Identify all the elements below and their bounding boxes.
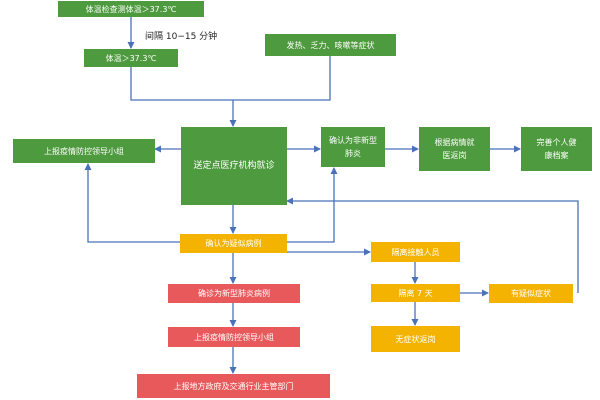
symptoms-label: 发热、乏力、咳嗽等症状: [286, 40, 375, 50]
suspected-case-label: 确认为疑似病例: [205, 239, 262, 248]
symptoms-box: 发热、乏力、咳嗽等症状: [265, 34, 396, 56]
has-symptoms-label: 有疑似症状: [511, 289, 551, 298]
send-hospital-box: 送定点医疗机构就诊: [181, 127, 287, 205]
isolate-7days-label: 隔离 7 天: [398, 288, 433, 298]
no-symptom-return-box: 无症状返岗: [371, 326, 460, 352]
edge-recheck-down: [130, 56, 331, 101]
edge-suspected-to-noncovid: [287, 167, 338, 243]
report-gov-label: 上报地方政府及交通行业主管部门: [173, 381, 294, 391]
edge-symptoms-to-hospital: [286, 197, 579, 293]
isolate-contacts-label: 隔离接触人员: [391, 247, 440, 257]
report-group-bottom-box: 上报疫情防控领导小组: [168, 327, 300, 347]
temp-recheck-box: 体温＞37.3℃: [84, 49, 178, 67]
report-group-bottom-label: 上报疫情防控领导小组: [194, 332, 274, 342]
confirmed-non-covid-box: 确认为非新型肺炎: [321, 127, 385, 167]
temp-recheck-label: 体温＞37.3℃: [105, 53, 157, 63]
has-symptoms-box: 有疑似症状: [489, 284, 573, 303]
health-file-label: 完善个人健康档案: [536, 138, 577, 160]
isolate-contacts-box: 隔离接触人员: [371, 242, 460, 262]
seek-medical-label: 根据病情就医返岗: [434, 138, 475, 160]
interval-note: 间隔 10−15 分钟: [144, 29, 219, 42]
temp-check-label: 体温检查测体温＞37.3℃: [85, 4, 177, 14]
seek-medical-box: 根据病情就医返岗: [419, 127, 490, 171]
send-hospital-label: 送定点医疗机构就诊: [193, 161, 275, 171]
health-file-box: 完善个人健康档案: [521, 127, 592, 171]
no-symptom-return-label: 无症状返岗: [395, 334, 436, 344]
edge-suspected-to-report: [84, 163, 180, 243]
report-group-top-label: 上报疫情防控领导小组: [44, 146, 124, 156]
report-group-top-box: 上报疫情防控领导小组: [13, 139, 155, 163]
isolate-7days-box: 隔离 7 天: [371, 284, 460, 302]
report-gov-box: 上报地方政府及交通行业主管部门: [137, 374, 330, 398]
suspected-case-box: 确认为疑似病例: [180, 234, 287, 253]
diagnosed-covid-label: 确诊为新型肺炎病例: [198, 289, 270, 298]
diagnosed-covid-box: 确诊为新型肺炎病例: [168, 284, 300, 303]
confirmed-non-covid-label: 确认为非新型肺炎: [329, 136, 377, 158]
temp-check-box: 体温检查测体温＞37.3℃: [58, 1, 204, 17]
